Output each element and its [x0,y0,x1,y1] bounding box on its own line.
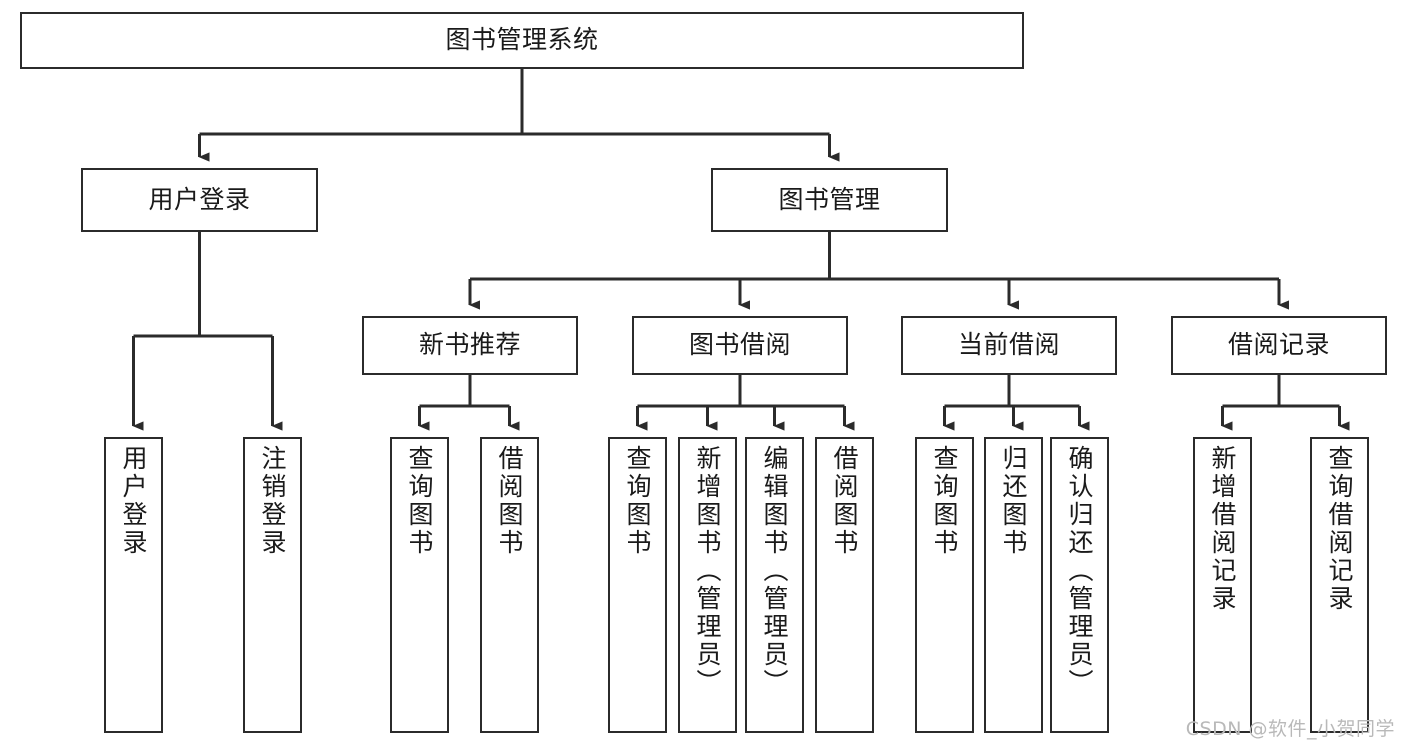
leaf-query-book-recommend[interactable]: 查询图书 [390,437,449,733]
watermark-text: CSDN @软件_小贺同学 [1185,718,1395,740]
leaf-edit-book-admin[interactable]: 编辑图书（管理员） [745,437,804,733]
node-root-system[interactable]: 图书管理系统 [20,12,1024,69]
leaf-return-book[interactable]: 归还图书 [984,437,1043,733]
node-label: 确认归还（管理员） [1065,445,1094,697]
node-label: 借阅图书 [495,445,524,557]
node-current-borrow[interactable]: 当前借阅 [901,316,1117,375]
node-label: 编辑图书（管理员） [760,445,789,697]
leaf-add-borrow-record[interactable]: 新增借阅记录 [1193,437,1252,733]
leaf-query-book-current[interactable]: 查询图书 [915,437,974,733]
node-label: 借阅记录 [1227,330,1330,360]
node-label: 用户登录 [148,184,251,214]
node-label: 注销登录 [258,445,287,557]
leaf-query-book-borrow[interactable]: 查询图书 [608,437,667,733]
node-book-manage[interactable]: 图书管理 [711,168,948,232]
node-label: 新增借阅记录 [1208,445,1237,613]
node-label: 图书管理系统 [445,25,599,55]
node-label: 归还图书 [999,445,1028,557]
leaf-borrow-book-recommend[interactable]: 借阅图书 [480,437,539,733]
node-label: 图书管理 [778,184,881,214]
node-label: 借阅图书 [830,445,859,557]
leaf-confirm-return-admin[interactable]: 确认归还（管理员） [1050,437,1109,733]
leaf-borrow-book-borrow[interactable]: 借阅图书 [815,437,874,733]
leaf-user-logout[interactable]: 注销登录 [243,437,302,733]
leaf-add-book-admin[interactable]: 新增图书（管理员） [678,437,737,733]
node-label: 查询图书 [930,445,959,557]
node-book-borrow[interactable]: 图书借阅 [632,316,848,375]
node-label: 查询图书 [623,445,652,557]
node-label: 用户登录 [119,445,148,557]
node-new-book-recommend[interactable]: 新书推荐 [362,316,578,375]
node-label: 查询借阅记录 [1325,445,1354,613]
node-label: 新书推荐 [418,330,521,360]
leaf-user-login[interactable]: 用户登录 [104,437,163,733]
node-label: 图书借阅 [688,330,791,360]
node-label: 当前借阅 [957,330,1060,360]
node-label: 查询图书 [405,445,434,557]
node-user-login[interactable]: 用户登录 [81,168,318,232]
node-borrow-record[interactable]: 借阅记录 [1171,316,1387,375]
leaf-query-borrow-record[interactable]: 查询借阅记录 [1310,437,1369,733]
node-label: 新增图书（管理员） [693,445,722,697]
